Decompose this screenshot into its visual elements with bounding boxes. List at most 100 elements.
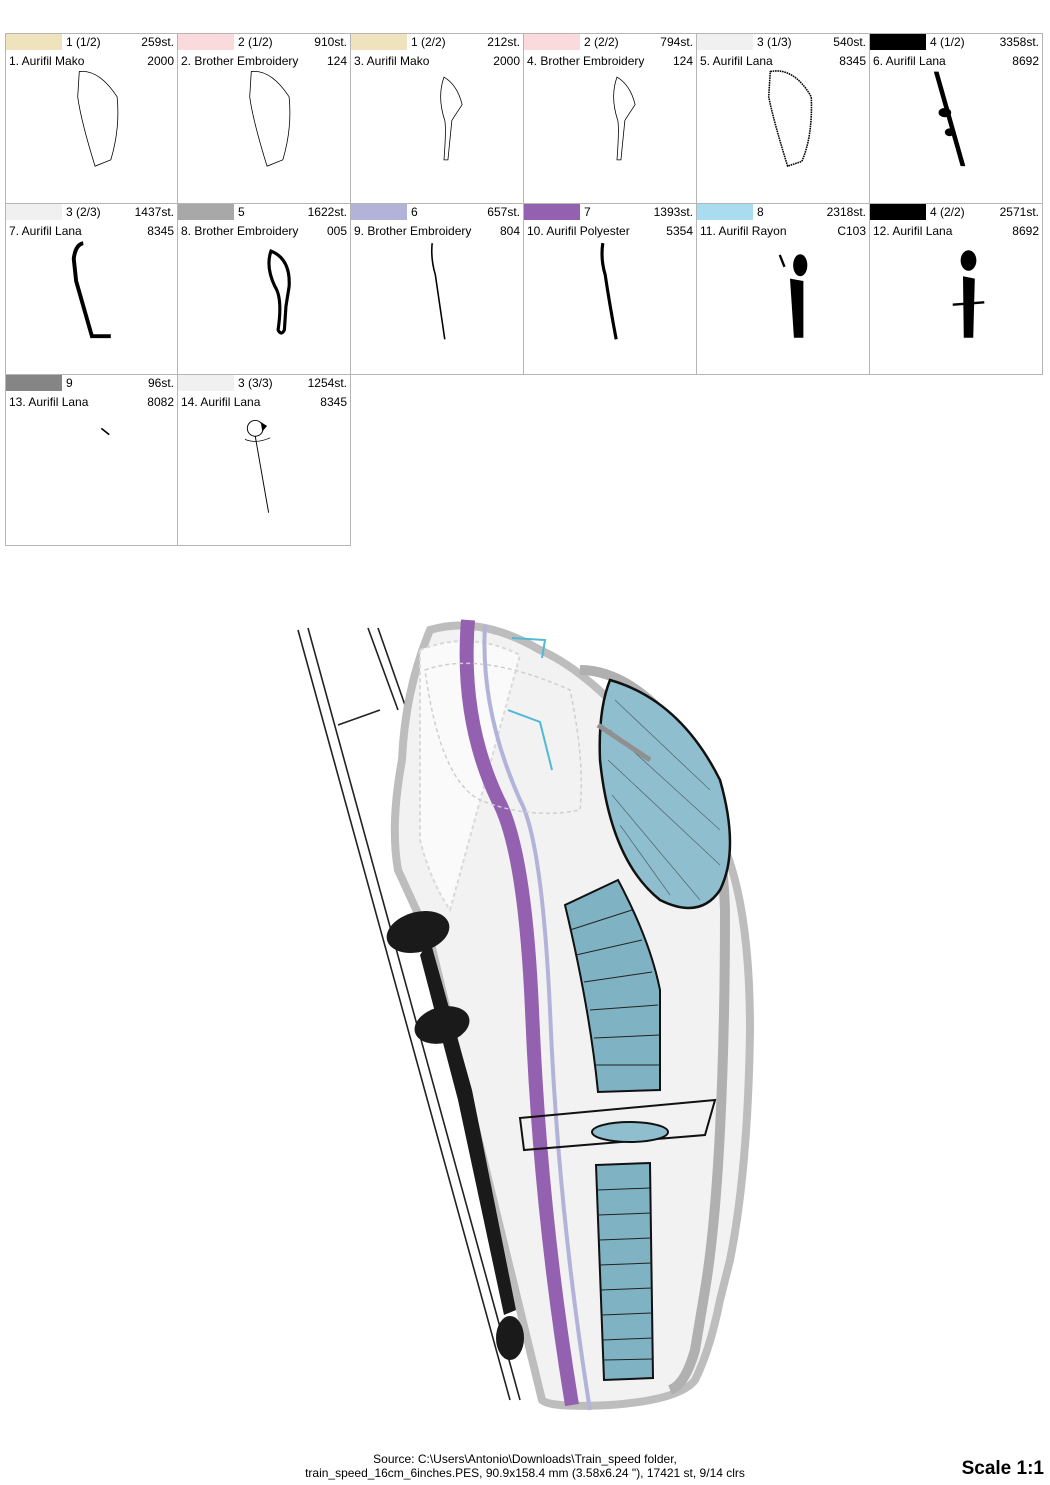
loop-shape-icon <box>267 248 291 335</box>
thread-stop-grid: 1 (1/2) 259st. 1. Aurifil Mako 2000 2 (1/2) 9… <box>5 33 1043 546</box>
stop-label: 3 (2/3) <box>66 205 101 219</box>
stop-label: 4 (1/2) <box>930 35 965 49</box>
stop-label: 2 (1/2) <box>238 35 273 49</box>
dotted-outline-icon <box>767 70 813 168</box>
thread-code: 2000 <box>147 54 174 68</box>
thread-stop-cell: 1 (1/2) 259st. 1. Aurifil Mako 2000 <box>5 33 178 204</box>
stop-label: 2 (2/2) <box>584 35 619 49</box>
stop-label: 7 <box>584 205 591 219</box>
stitch-count: 657st. <box>487 205 520 219</box>
color-swatch <box>351 204 407 220</box>
stitch-count: 3358st. <box>999 35 1039 49</box>
thread-stop-cell: 9 96st. 13. Aurifil Lana 8082 <box>5 375 178 546</box>
thread-name: 2. Brother Embroidery <box>181 54 299 68</box>
thread-name: 10. Aurifil Polyester <box>527 224 630 238</box>
thread-name: 11. Aurifil Rayon <box>700 224 787 238</box>
thread-code: 124 <box>326 54 347 68</box>
thread-stop-cell: 3 (3/3) 1254st. 14. Aurifil Lana 8345 <box>178 375 351 546</box>
thread-stop-cell: 6 657st. 9. Brother Embroidery 804 <box>351 204 524 375</box>
color-swatch <box>697 204 753 220</box>
thread-name: 8. Brother Embroidery <box>181 224 299 238</box>
stitch-count: 2571st. <box>999 205 1039 219</box>
thread-code: 005 <box>326 224 347 238</box>
stitch-count: 910st. <box>314 35 347 49</box>
thread-code: 804 <box>499 224 520 238</box>
color-swatch <box>351 34 407 50</box>
thread-stop-cell: 7 1393st. 10. Aurifil Polyester 5354 <box>524 204 697 375</box>
color-swatch <box>870 204 926 220</box>
outline-part-icon <box>77 71 119 167</box>
thin-line-icon <box>430 243 446 340</box>
thread-stop-cell: 2 (1/2) 910st. 2. Brother Embroidery 124 <box>178 33 351 204</box>
scale-label: Scale 1:1 <box>961 1458 1044 1479</box>
window-fill-icon <box>778 254 808 338</box>
color-swatch <box>6 34 62 50</box>
stitch-count: 540st. <box>833 35 866 49</box>
source-footer: Source: C:\Users\Antonio\Downloads\Train… <box>200 1452 850 1480</box>
thread-code: 124 <box>672 54 693 68</box>
thread-name: 14. Aurifil Lana <box>181 395 261 409</box>
black-wheels-icon <box>933 71 966 167</box>
thread-name: 7. Aurifil Lana <box>9 224 82 238</box>
stitch-count: 1437st. <box>134 205 174 219</box>
outline-part-icon <box>249 71 291 167</box>
hook-outline-icon <box>613 76 636 161</box>
thread-name: 4. Brother Embroidery <box>527 54 645 68</box>
stop-label: 6 <box>411 205 418 219</box>
bracket-shape-icon <box>71 241 111 339</box>
window-detail-icon <box>952 250 985 338</box>
color-swatch <box>6 375 62 391</box>
thread-stop-cell: 4 (1/2) 3358st. 6. Aurifil Lana 8692 <box>870 33 1043 204</box>
color-swatch <box>697 34 753 50</box>
stop-label: 4 (2/2) <box>930 205 965 219</box>
thread-name: 5. Aurifil Lana <box>700 54 773 68</box>
stop-label: 9 <box>66 376 73 390</box>
thread-name: 1. Aurifil Mako <box>9 54 85 68</box>
stitch-count: 212st. <box>487 35 520 49</box>
color-swatch <box>6 204 62 220</box>
source-line-1: Source: C:\Users\Antonio\Downloads\Train… <box>373 1452 677 1466</box>
thread-code: 8692 <box>1012 54 1039 68</box>
color-swatch <box>178 204 234 220</box>
thread-code: 2000 <box>493 54 520 68</box>
stop-label: 1 (1/2) <box>66 35 101 49</box>
stop-label: 3 (3/3) <box>238 376 273 390</box>
thread-code: 8082 <box>147 395 174 409</box>
small-mark-icon <box>100 427 110 436</box>
stitch-count: 96st. <box>147 376 174 390</box>
stop-label: 1 (2/2) <box>411 35 446 49</box>
source-line-2: train_speed_16cm_6inches.PES, 90.9x158.4… <box>305 1466 745 1480</box>
stitch-count: 2318st. <box>826 205 866 219</box>
thread-name: 6. Aurifil Lana <box>873 54 946 68</box>
stitch-count: 1254st. <box>307 376 347 390</box>
thread-code: 8345 <box>147 224 174 238</box>
thread-stop-cell: 2 (2/2) 794st. 4. Brother Embroidery 124 <box>524 33 697 204</box>
thick-line-icon <box>600 242 618 340</box>
stop-label: 8 <box>757 205 764 219</box>
thread-code: 5354 <box>666 224 693 238</box>
antenna-icon <box>244 419 271 513</box>
stitch-count: 1393st. <box>653 205 693 219</box>
thread-code: 8345 <box>839 54 866 68</box>
thread-code: 8345 <box>320 395 347 409</box>
color-swatch <box>870 34 926 50</box>
thread-name: 3. Aurifil Mako <box>354 54 430 68</box>
train-embroidery-preview-icon <box>297 619 755 1411</box>
color-swatch <box>524 204 580 220</box>
thread-stop-cell: 3 (1/3) 540st. 5. Aurifil Lana 8345 <box>697 33 870 204</box>
thread-stop-cell: 1 (2/2) 212st. 3. Aurifil Mako 2000 <box>351 33 524 204</box>
thread-name: 12. Aurifil Lana <box>873 224 953 238</box>
thread-name: 9. Brother Embroidery <box>354 224 472 238</box>
stop-label: 5 <box>238 205 245 219</box>
thread-code: 8692 <box>1012 224 1039 238</box>
color-swatch <box>524 34 580 50</box>
stop-label: 3 (1/3) <box>757 35 792 49</box>
thread-stop-cell: 4 (2/2) 2571st. 12. Aurifil Lana 8692 <box>870 204 1043 375</box>
color-swatch <box>178 375 234 391</box>
stitch-count: 259st. <box>141 35 174 49</box>
thread-name: 13. Aurifil Lana <box>9 395 89 409</box>
thread-stop-cell: 3 (2/3) 1437st. 7. Aurifil Lana 8345 <box>5 204 178 375</box>
stitch-count: 794st. <box>660 35 693 49</box>
